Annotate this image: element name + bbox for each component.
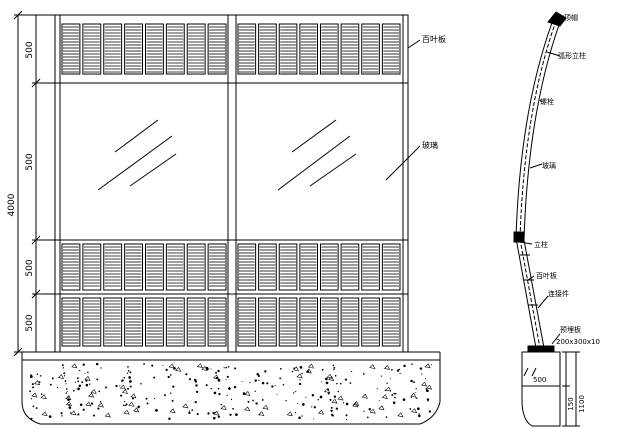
louver-cell	[124, 297, 143, 347]
louver-cell	[165, 297, 185, 347]
louver-cell	[61, 243, 81, 291]
louver-cell	[124, 243, 143, 291]
concrete-hatch	[29, 362, 433, 421]
dim-base-width: 500	[533, 376, 546, 384]
glass-right	[277, 119, 357, 191]
louver-cell	[237, 243, 257, 291]
front-foundation	[21, 351, 441, 425]
louver-cell	[381, 23, 401, 75]
louver-cell	[299, 297, 318, 347]
louver-cell	[340, 297, 360, 347]
louver-cell	[186, 23, 206, 75]
louver-cell	[82, 297, 102, 347]
louver-cell	[340, 243, 360, 291]
label-connector: 连接件	[548, 289, 569, 298]
louver-cell	[381, 297, 401, 347]
louver-cell	[361, 243, 380, 291]
louver-cell	[361, 297, 380, 347]
louver-cell	[237, 23, 257, 75]
louver-cell	[82, 243, 102, 291]
louver-cell	[278, 297, 298, 347]
louver-cell	[320, 297, 339, 347]
dim-base-depth-1: 150	[567, 397, 575, 410]
dim-panel-top: 500	[25, 41, 35, 58]
label-louver-section: 百叶板	[536, 271, 557, 280]
louver-cell	[258, 23, 277, 75]
louver-cell	[145, 23, 164, 75]
louver-cell	[145, 297, 164, 347]
louver-cell	[237, 297, 257, 347]
louver-cell	[320, 23, 339, 75]
label-column: 立柱	[534, 240, 548, 249]
louver-cell	[103, 23, 123, 75]
dim-panel-glass: 500	[25, 153, 35, 170]
louver-cell	[258, 297, 277, 347]
louver-cell	[165, 23, 185, 75]
louver-cell	[82, 23, 102, 75]
louver-cell	[381, 243, 401, 291]
dimension-chain	[13, 10, 56, 357]
louver-cell	[61, 297, 81, 347]
louver-cell	[258, 243, 277, 291]
louver-cell	[207, 23, 227, 75]
front-elevation	[13, 10, 421, 357]
label-glass-panel: 玻璃	[422, 140, 438, 150]
louver-cell	[145, 243, 164, 291]
louver-cell	[61, 23, 81, 75]
label-anchor-plate: 预埋板	[560, 325, 581, 334]
side-section	[513, 11, 580, 427]
louver-cell	[186, 243, 206, 291]
dim-panel-mid: 500	[25, 259, 35, 276]
louver-cell	[186, 297, 206, 347]
label-curved-column: 弧形立柱	[558, 51, 586, 60]
label-top-cap: 顶帽	[564, 13, 578, 22]
louver-cell	[299, 243, 318, 291]
barrier-frame	[54, 14, 409, 353]
dim-panel-bottom: 500	[25, 314, 35, 331]
label-plate-spec: 200x300x10	[556, 338, 600, 346]
louver-cell	[278, 23, 298, 75]
label-glass: 玻璃	[542, 161, 556, 170]
louver-cell	[207, 297, 227, 347]
louver-cell	[340, 23, 360, 75]
glass-left	[97, 119, 177, 191]
label-bolt: 螺栓	[540, 97, 554, 106]
louver-cell	[207, 243, 227, 291]
label-louver-panel: 百叶板	[422, 34, 446, 44]
louver-cell	[103, 243, 123, 291]
louver-cell	[299, 23, 318, 75]
louver-cell	[320, 243, 339, 291]
louver-cell	[103, 297, 123, 347]
dim-total-height: 4000	[7, 193, 17, 216]
louver-cell	[165, 243, 185, 291]
louver-cell	[278, 243, 298, 291]
center-post	[227, 14, 237, 353]
louver-grids	[61, 23, 401, 347]
louver-cell	[124, 23, 143, 75]
dim-base-depth-2: 1100	[578, 395, 586, 413]
louver-cell	[361, 23, 380, 75]
